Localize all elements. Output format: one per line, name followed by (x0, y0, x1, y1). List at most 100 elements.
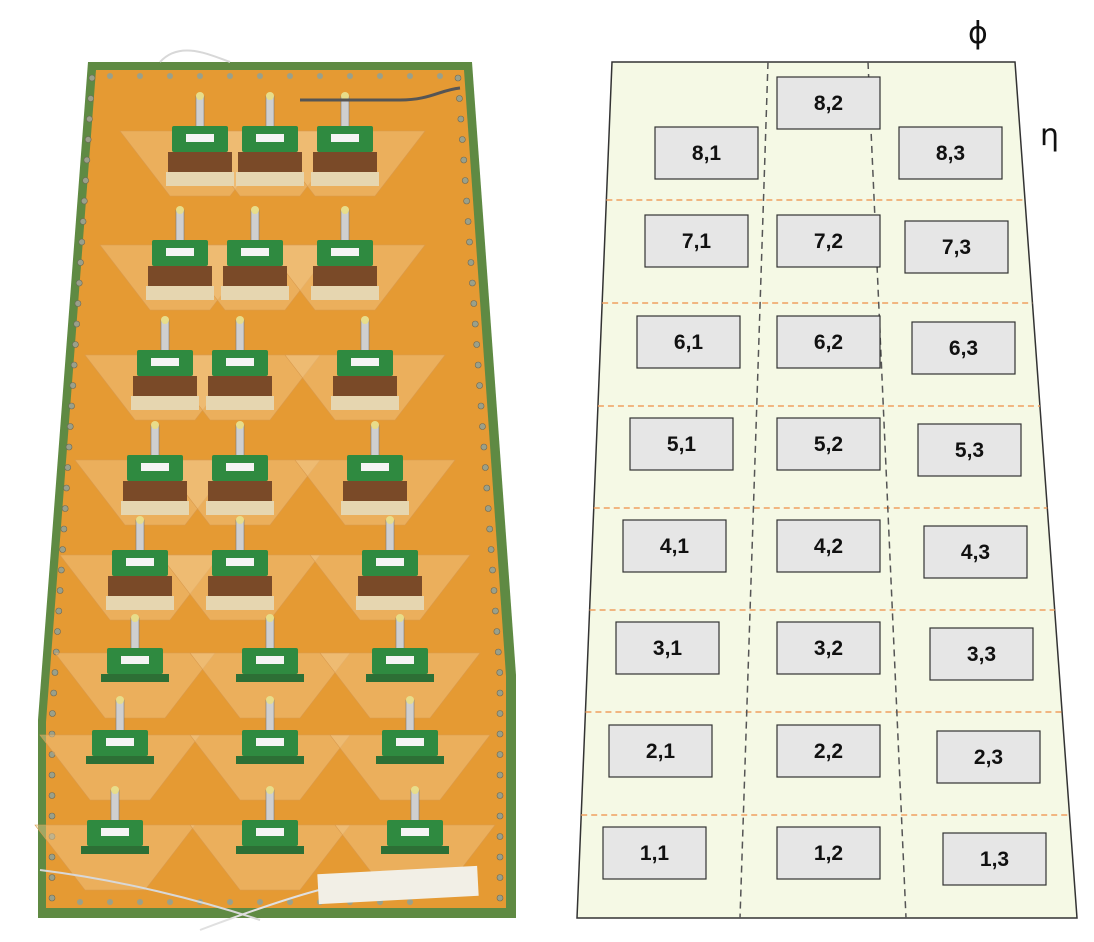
screw-hole (496, 853, 504, 861)
screw-hole (227, 899, 233, 905)
screw-hole (88, 74, 96, 82)
card-sticker (396, 738, 424, 746)
screw-hole (167, 73, 173, 79)
connector-base (331, 396, 399, 410)
screw-hole (463, 197, 470, 205)
probe-tip (341, 206, 349, 214)
probe-tip (371, 421, 379, 429)
card-sticker (166, 248, 194, 256)
pad-box (629, 417, 734, 471)
pad-7-1: 7,1 (644, 214, 749, 268)
pad-1-3: 1,3 (942, 832, 1047, 886)
connector-base (206, 396, 274, 410)
phi-dividers (739, 61, 907, 919)
pad-box (776, 621, 881, 675)
screw-hole (73, 320, 80, 328)
connector-8-3 (381, 786, 449, 854)
screw-hole (287, 899, 293, 905)
cable-strip (123, 481, 187, 503)
screw-hole (466, 238, 473, 246)
pad-label: 3,3 (967, 643, 996, 666)
cable-strip (313, 152, 377, 174)
screw-hole (64, 464, 72, 471)
card-sticker (226, 358, 254, 366)
pad-label: 7,2 (814, 230, 843, 253)
connector-base (106, 596, 174, 610)
screw-hole (496, 792, 504, 799)
pad-label: 5,3 (955, 439, 984, 462)
screw-hole (167, 899, 173, 905)
pad-2-3: 2,3 (936, 730, 1041, 784)
screw-hole (317, 73, 323, 79)
eta-axis-label: η (1040, 118, 1059, 153)
pad-box (776, 76, 881, 130)
screw-hole (59, 546, 66, 553)
card-sticker (256, 656, 284, 664)
pad-box (644, 214, 749, 268)
phi-axis-label: ϕ (968, 16, 988, 51)
probe-tip (406, 696, 414, 704)
screw-hole (48, 894, 56, 902)
probe-tip (236, 316, 244, 324)
cable (39, 869, 261, 921)
pad-label: 4,1 (660, 535, 690, 558)
card-sticker (101, 828, 129, 836)
cable (300, 86, 461, 102)
pad-4-2: 4,2 (776, 519, 881, 573)
connector-base (206, 501, 274, 515)
connector-rail (236, 756, 304, 764)
pad-label: 1,3 (980, 848, 1009, 871)
screw-hole (493, 628, 501, 635)
pad-label: 7,3 (942, 236, 971, 259)
connector-5-1 (106, 516, 174, 610)
cable-strip (333, 376, 397, 398)
screw-hole (489, 566, 496, 574)
connector-3-2 (206, 316, 274, 410)
probe-tip (196, 92, 204, 100)
connector-1-1 (166, 92, 234, 186)
screw-hole (407, 73, 413, 79)
screw-hole (474, 361, 482, 369)
screw-hole (496, 874, 504, 881)
screw-hole (48, 853, 56, 861)
pad-box (776, 315, 881, 369)
connector-base (236, 172, 304, 186)
screw-hole (471, 320, 479, 328)
connector-3-1 (131, 316, 199, 410)
pad-box (776, 724, 881, 778)
pad-6-2: 6,2 (776, 315, 881, 369)
pad-5-2: 5,2 (776, 417, 881, 471)
screw-hole (484, 505, 492, 512)
card-sticker (361, 463, 389, 471)
screw-hole (55, 607, 63, 615)
screw-hole (496, 669, 504, 676)
connector-5-2 (206, 516, 274, 610)
cable-strip (238, 152, 302, 174)
screw-hole (496, 812, 504, 820)
connector-6-2 (236, 614, 304, 682)
screw-hole (407, 899, 413, 905)
screw-hole (495, 648, 502, 656)
screw-hole (496, 894, 504, 902)
screw-hole (84, 136, 92, 143)
screw-hole (487, 546, 495, 553)
screw-hole (65, 443, 73, 451)
screw-hole (459, 136, 466, 143)
connector-2-3 (311, 206, 379, 300)
screw-holes (48, 73, 504, 905)
card-sticker (256, 134, 284, 142)
probe-tip (396, 614, 404, 622)
eta-dividers (581, 199, 1070, 816)
connector-base (206, 596, 274, 610)
card-sticker (256, 738, 284, 746)
connector-1-2 (236, 92, 304, 186)
pad-box (654, 126, 759, 180)
screw-hole (227, 73, 233, 79)
screw-hole (460, 156, 468, 164)
cables (39, 49, 479, 931)
screw-hole (75, 279, 83, 287)
pad-7-3: 7,3 (904, 220, 1009, 274)
screw-hole (107, 899, 113, 905)
probe-tip (266, 92, 274, 100)
pad-label: 6,2 (814, 331, 843, 354)
